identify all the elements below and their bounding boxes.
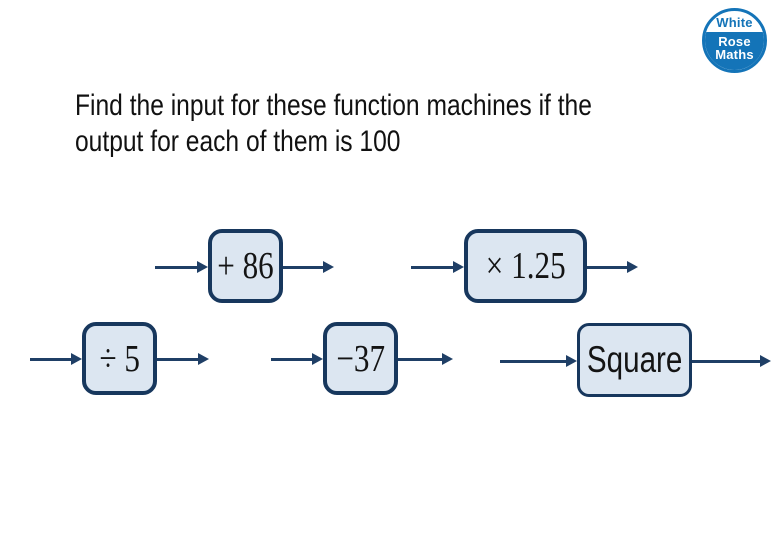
input-arrow-icon xyxy=(500,355,577,367)
logo-text-rose: Rose xyxy=(718,34,751,49)
function-machine-square: Square xyxy=(577,323,692,397)
input-arrow-icon xyxy=(30,353,82,365)
function-machine-multiply-1-25: × 1.25 xyxy=(464,229,587,303)
input-arrow-icon xyxy=(155,261,208,273)
input-arrow-icon xyxy=(411,261,464,273)
logo-text-white: White xyxy=(716,15,753,30)
function-machine-subtract-37: −37 xyxy=(323,322,398,395)
output-arrow-icon xyxy=(587,261,638,273)
output-arrow-icon xyxy=(398,353,453,365)
output-arrow-icon xyxy=(157,353,209,365)
machine-label: + 86 xyxy=(217,245,274,287)
title-line-1: Find the input for these function machin… xyxy=(75,89,592,122)
slide-title: Find the input for these function machin… xyxy=(75,88,592,160)
input-arrow-icon xyxy=(271,353,323,365)
output-arrow-icon xyxy=(283,261,334,273)
output-arrow-icon xyxy=(692,355,771,367)
machine-label: ÷ 5 xyxy=(99,337,140,380)
machine-label: −37 xyxy=(336,337,385,380)
machine-label: Square xyxy=(586,339,683,380)
function-machine-divide-5: ÷ 5 xyxy=(82,322,157,395)
title-line-2: output for each of them is 100 xyxy=(75,125,401,158)
logo-text-rose-maths: Rose Maths xyxy=(705,32,764,70)
machine-label: × 1.25 xyxy=(485,245,566,287)
function-machine-add-86: + 86 xyxy=(208,229,283,303)
white-rose-maths-logo: White Rose Maths xyxy=(702,8,767,73)
logo-text-maths: Maths xyxy=(715,47,754,62)
